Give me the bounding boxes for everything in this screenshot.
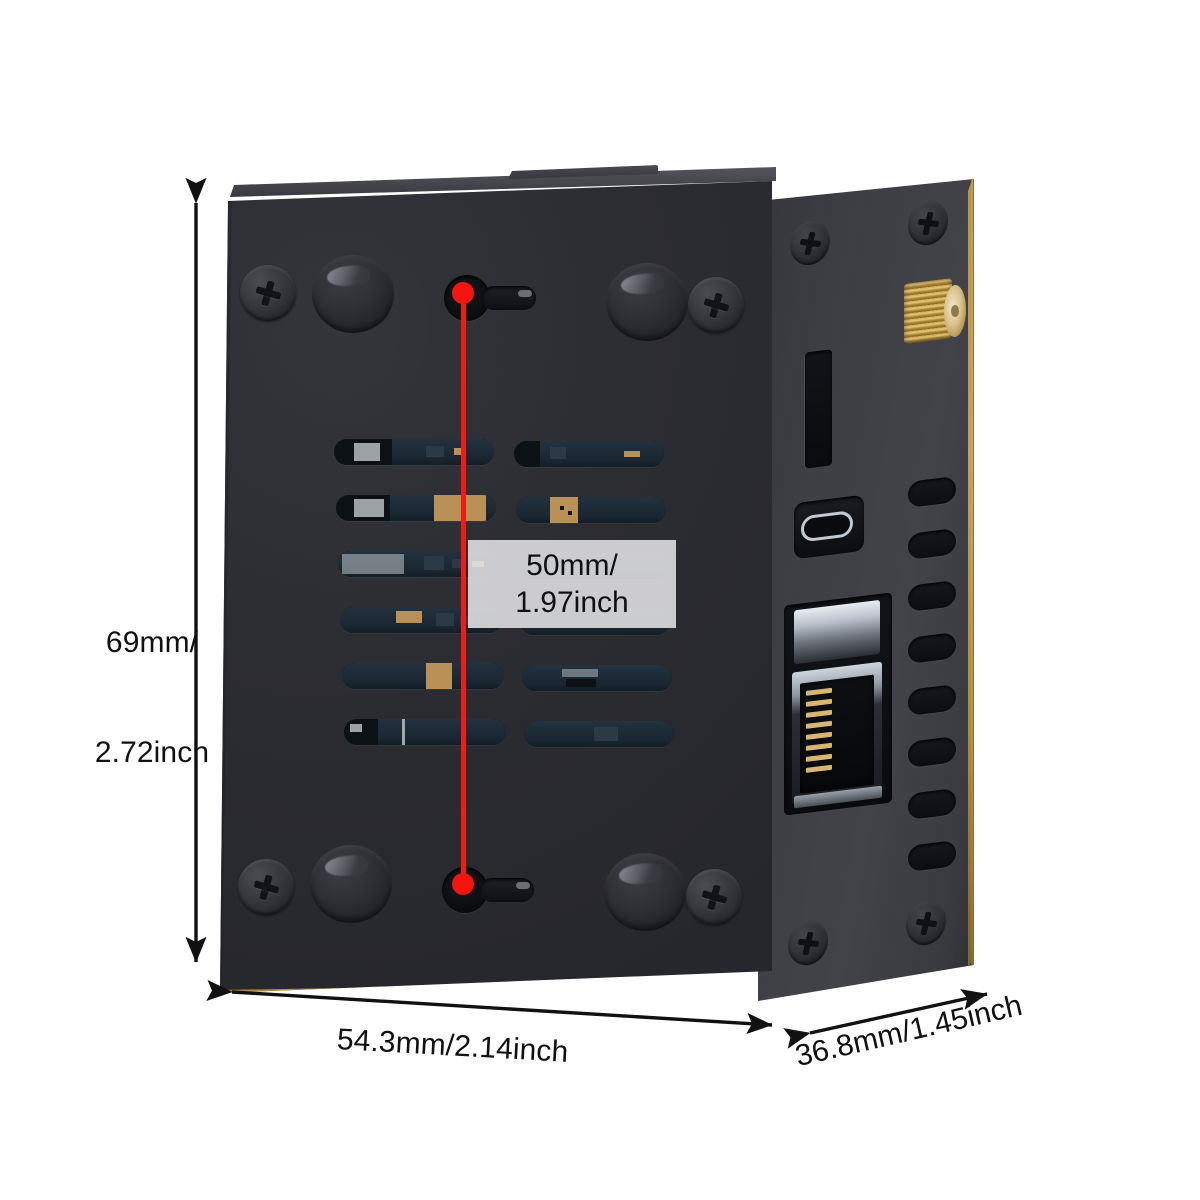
side-screw-bottom-left bbox=[788, 918, 828, 968]
height-label-line2: 2.72inch bbox=[94, 735, 210, 769]
side-vent-slot bbox=[908, 736, 956, 768]
keyhole-slot bbox=[482, 286, 536, 310]
case-right-edge-highlight bbox=[968, 177, 973, 967]
rj45-ethernet-port bbox=[784, 592, 892, 816]
usb-c-port bbox=[794, 494, 864, 560]
screw-top-left bbox=[240, 265, 296, 321]
side-vent-slot bbox=[908, 476, 956, 508]
height-dimension-label: 69mm/ 2.72inch bbox=[62, 552, 242, 845]
vent-slot bbox=[524, 721, 674, 747]
micro-hdmi-slot bbox=[804, 349, 832, 469]
boss-bottom-left bbox=[310, 845, 392, 923]
boss-top-right bbox=[606, 263, 688, 341]
vent-slot bbox=[336, 495, 496, 521]
vent-slot bbox=[334, 439, 494, 465]
side-vent-slot bbox=[908, 684, 956, 716]
rj45-contact-pins bbox=[806, 687, 832, 783]
mounting-spacing-line1: 50mm/ bbox=[526, 548, 618, 582]
height-label-line1: 69mm/ bbox=[105, 626, 199, 660]
sma-antenna-connector bbox=[904, 275, 966, 347]
keyhole-slot bbox=[480, 878, 534, 902]
boss-bottom-right bbox=[604, 853, 686, 931]
screw-top-right bbox=[688, 277, 744, 333]
width-dimension-label: 54.3mm/2.14inch bbox=[336, 1022, 570, 1069]
side-screw-top-right bbox=[908, 198, 948, 248]
vent-slot bbox=[344, 719, 506, 745]
rj45-latch-tab bbox=[794, 599, 880, 665]
right-side-panel bbox=[758, 179, 974, 1001]
keyhole-shine bbox=[516, 882, 530, 889]
sma-center-pin bbox=[951, 305, 959, 317]
side-vent-slot bbox=[908, 528, 956, 560]
mounting-spacing-callout: 50mm/ 1.97inch bbox=[468, 540, 676, 628]
measure-endpoint-dot-bottom bbox=[452, 873, 474, 895]
measure-endpoint-dot-top bbox=[452, 282, 474, 304]
side-vent-slot bbox=[908, 580, 956, 612]
side-vent-slot bbox=[908, 632, 956, 664]
vent-slot bbox=[516, 497, 666, 523]
vent-slot bbox=[342, 663, 504, 689]
side-screw-top-left bbox=[790, 218, 830, 268]
side-vent-slot bbox=[908, 788, 956, 820]
side-vent-slot bbox=[908, 840, 956, 872]
vent-slot bbox=[514, 441, 664, 467]
mounting-hole-measure-line bbox=[461, 292, 466, 884]
front-face-bottom-edge bbox=[220, 981, 772, 993]
keyhole-shine bbox=[518, 290, 532, 297]
vent-slot bbox=[522, 665, 672, 691]
screw-bottom-right bbox=[686, 869, 742, 925]
mounting-spacing-line2: 1.97inch bbox=[515, 586, 629, 619]
side-screw-bottom-right bbox=[906, 898, 946, 948]
boss-top-left bbox=[312, 255, 394, 333]
screw-bottom-left bbox=[238, 859, 294, 915]
